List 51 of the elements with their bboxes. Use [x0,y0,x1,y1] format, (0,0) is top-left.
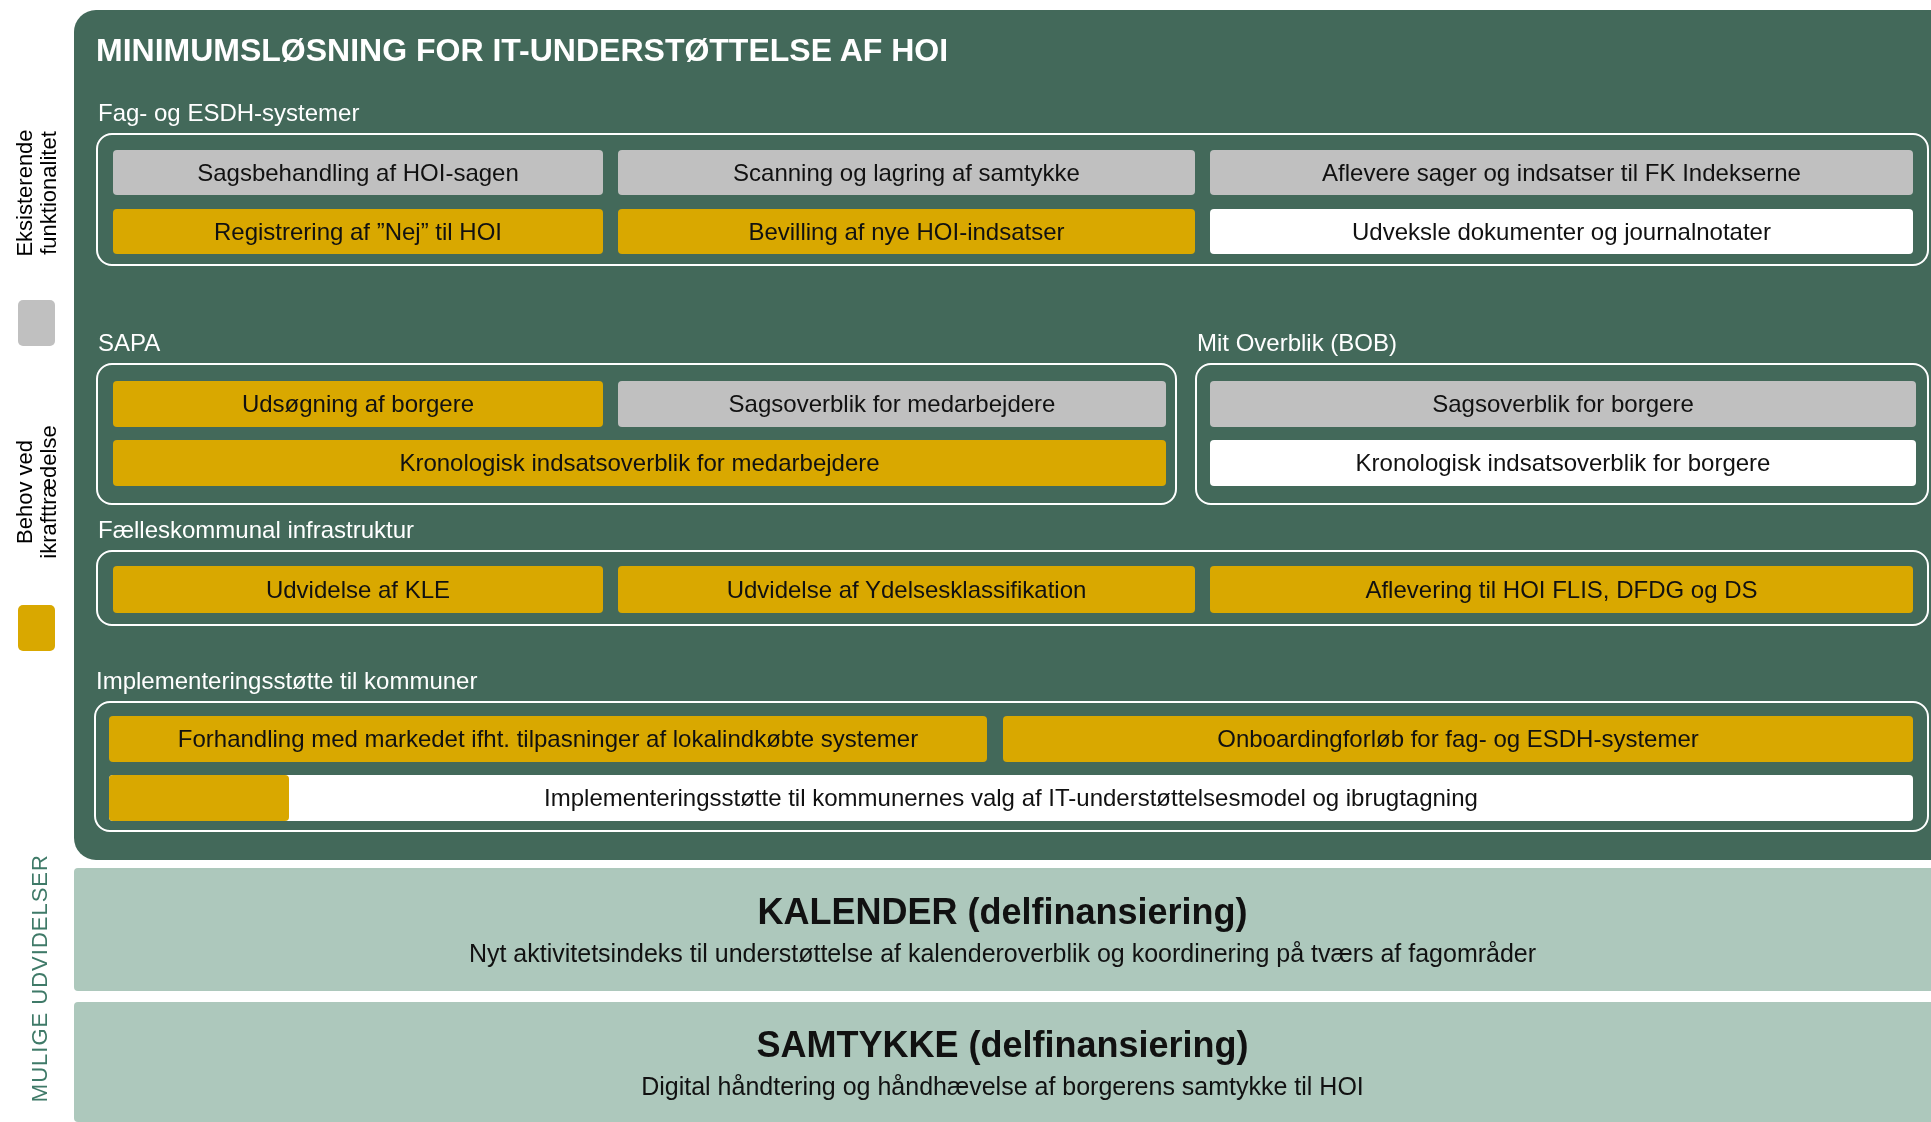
legend-label: Behov ved ikrafttrædelse [12,424,62,561]
extension-band [74,868,1931,991]
function-label: Sagsbehandling af HOI-sagen [197,158,519,187]
function-label: Aflevering til HOI FLIS, DFDG og DS [1365,575,1758,604]
side-label: MULIGE UDVIDELSER [27,853,53,1105]
function-bar [618,381,1166,427]
extension-band [74,1002,1931,1122]
panel-title: MINIMUMSLØSNING FOR IT-UNDERSTØTTELSE AF HOI [96,32,949,69]
function-label: Scanning og lagring af samtykke [733,158,1080,187]
group-heading: Mit Overblik (BOB) [1197,329,1397,357]
function-label: Forhandling med markedet ifht. tilpasninger af lokalindkøbte systemer [177,725,919,753]
group-heading: Fælleskommunal infrastruktur [98,516,415,544]
function-label: Bevilling af nye HOI-indsatser [748,217,1065,246]
function-label: Udvidelse af Ydelsesklassifikation [726,575,1087,604]
function-bar [113,150,603,195]
main-panel [74,10,1931,860]
function-label: Udveksle dokumenter og journalnotater [1352,217,1771,246]
function-bar [113,381,603,427]
function-bar [618,150,1195,195]
legend-label: Eksisterende funktionalitet [12,128,62,259]
band-heading: SAMTYKKE (delfinansiering) [756,1023,1249,1066]
function-bar [113,566,603,613]
function-label: Onboardingforløb for fag- og ESDH-systemer [1217,725,1699,753]
function-bar [618,209,1195,254]
function-label: Kronologisk indsatsoverblik for medarbejdere [399,449,880,477]
band-description: Digital håndtering og håndhævelse af borgerens samtykke til HOI [641,1071,1364,1101]
group-heading: Fag- og ESDH-systemer [98,99,360,127]
function-label: Registrering af ”Nej” til HOI [213,217,503,246]
group-heading: Implementeringsstøtte til kommuner [96,667,478,695]
function-label: Udvidelse af KLE [265,575,451,604]
status-segment [109,775,289,821]
function-bar [1210,150,1913,195]
function-label: Sagsoverblik for borgere [1432,390,1694,418]
function-bar [113,209,603,254]
function-label: Udsøgning af borgere [241,390,475,418]
function-bar [109,716,987,762]
function-bar [109,775,1913,821]
function-label: Sagsoverblik for medarbejdere [728,390,1056,418]
function-label: Implementeringsstøtte til kommunernes valg af IT-understøttelsesmodel og ibrugtagning [544,784,1478,812]
function-bar [1210,440,1916,486]
function-bar [1210,381,1916,427]
function-bar [1210,209,1913,254]
function-label: Kronologisk indsatsoverblik for borgere [1355,449,1771,477]
function-bar [1210,566,1913,613]
band-description: Nyt aktivitetsindeks til understøttelse af kalenderoverblik og koordinering på tværs af fagområder [468,939,1537,968]
function-bar [113,440,1166,486]
group-heading: SAPA [98,329,161,357]
band-heading: KALENDER (delfinansiering) [757,891,1248,933]
function-label: Aflevere sager og indsatser til FK Indekserne [1322,158,1801,187]
function-bar [618,566,1195,613]
function-bar [1003,716,1913,762]
